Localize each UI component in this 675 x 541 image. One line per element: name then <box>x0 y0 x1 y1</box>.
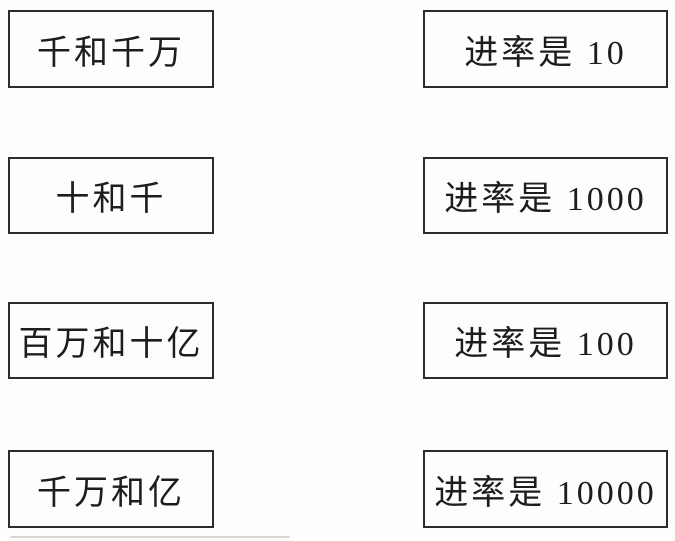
match-target-box-1[interactable]: 进率是 10 <box>423 10 668 88</box>
match-target-box-3[interactable]: 进率是 100 <box>423 302 668 379</box>
match-source-label: 千和千万 <box>37 34 185 72</box>
match-source-box-4[interactable]: 千万和亿 <box>8 450 214 528</box>
match-target-label: 进率是 10000 <box>434 474 657 512</box>
match-source-box-3[interactable]: 百万和十亿 <box>8 302 214 379</box>
scan-artifact <box>10 536 290 538</box>
match-target-label: 进率是 1000 <box>444 181 647 218</box>
match-target-label: 进率是 100 <box>454 326 637 363</box>
match-source-label: 十和千 <box>55 181 167 218</box>
match-target-label: 进率是 10 <box>464 34 627 72</box>
match-target-box-2[interactable]: 进率是 1000 <box>423 157 668 234</box>
match-source-label: 百万和十亿 <box>18 326 204 363</box>
match-target-box-4[interactable]: 进率是 10000 <box>423 450 668 528</box>
match-source-box-2[interactable]: 十和千 <box>8 157 214 234</box>
match-source-box-1[interactable]: 千和千万 <box>8 10 214 88</box>
match-source-label: 千万和亿 <box>37 474 185 512</box>
